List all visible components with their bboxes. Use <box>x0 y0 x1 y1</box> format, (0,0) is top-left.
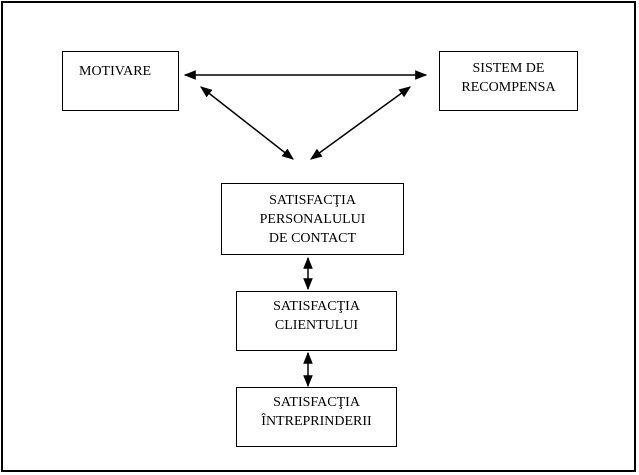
node-personal-line-1: SATISFACŢIA <box>269 193 356 208</box>
node-satisfactia-clientului: SATISFACŢIA CLIENTULUI <box>236 291 397 351</box>
node-sistem-line-2: RECOMPENSA <box>461 80 556 95</box>
arrow-motivare-personal <box>200 86 294 160</box>
node-satisfactia-personalului: SATISFACŢIA PERSONALULUI DE CONTACT <box>221 183 404 255</box>
node-motivare-line-1: MOTIVARE <box>79 64 152 79</box>
node-intreprindere-line-1: SATISFACŢIA <box>273 395 360 410</box>
node-client-line-1: SATISFACŢIA <box>273 299 360 314</box>
node-sistem-de-recompensa: SISTEM DE RECOMPENSA <box>439 51 578 111</box>
node-sistem-line-1: SISTEM DE <box>472 61 545 76</box>
node-intreprindere-line-2: ÎNTREPRINDERII <box>261 414 372 429</box>
node-personal-line-3: DE CONTACT <box>268 231 357 246</box>
node-satisfactia-intreprinderii: SATISFACŢIA ÎNTREPRINDERII <box>236 387 397 447</box>
node-personal-line-2: PERSONALULUI <box>259 212 366 227</box>
node-client-line-2: CLIENTULUI <box>274 318 359 333</box>
arrow-sistem-personal <box>310 86 411 160</box>
node-motivare: MOTIVARE <box>62 51 179 111</box>
